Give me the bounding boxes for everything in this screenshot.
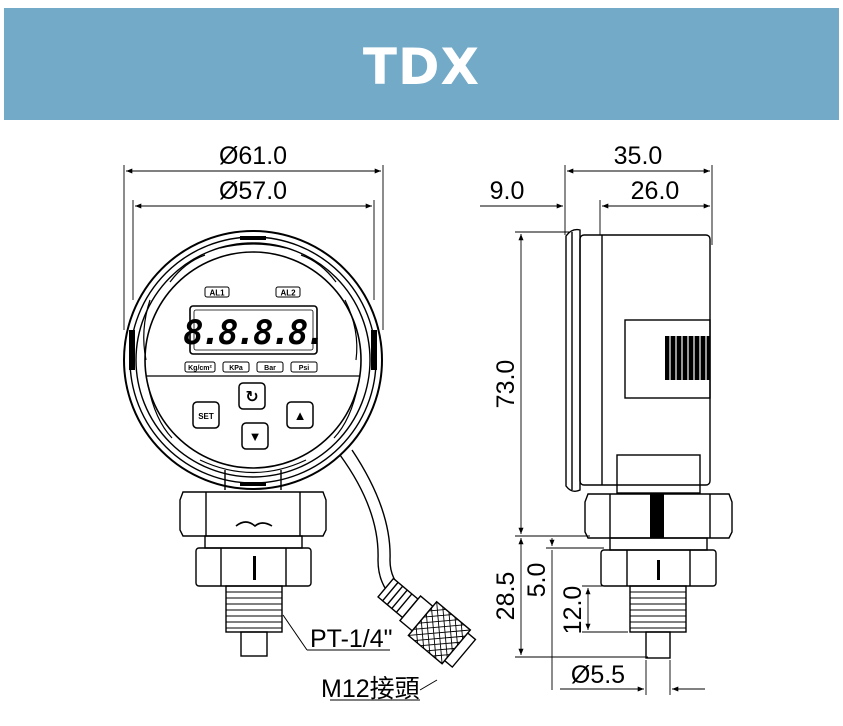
up-button [286,401,314,429]
up-arrow-icon: ▲ [294,408,307,423]
alarm-indicators: AL1 AL2 [204,286,301,298]
dim-port-diameter: Ø5.5 [571,661,625,689]
display-face [144,251,362,469]
bezel-scallops [143,243,359,473]
led-digits: 8.8.8.8. [183,313,323,353]
dim-total-depth: 35.0 [614,142,663,170]
dim-fitting-height: 28.5 [492,572,520,621]
front-fitting [179,470,327,657]
outer-ring [123,230,383,490]
title-banner: TDX [4,8,839,120]
dim-body-height: 73.0 [492,360,520,409]
connector-label: M12接頭 [321,675,420,703]
unit-label-psi: Psi [299,365,310,372]
dim-inner-diameter: Ø57.0 [219,177,287,205]
thread-leader [282,614,390,651]
dim-front: 9.0 [490,177,525,205]
set-button-label: SET [198,412,214,421]
side-bezel [565,228,581,493]
cable-connector [330,449,477,701]
alarm-label-2: AL2 [280,289,296,298]
thread-label: PT-1/4" [310,625,393,653]
keypad: SET ↻ ▲ ▼ [192,382,314,450]
loop-icon: ↻ [245,389,258,406]
alarm-label-1: AL1 [209,289,225,298]
down-button [241,422,269,450]
unit-label-kpa: KPa [229,365,243,372]
dim-thread-length: 12.0 [559,586,587,635]
unit-labels: Kg/cm² KPa Bar Psi [184,361,318,373]
page-title: TDX [362,38,481,96]
led-window [189,305,318,355]
unit-label-kgcm2: Kg/cm² [188,365,212,372]
dim-outer-diameter: Ø61.0 [219,142,287,170]
loop-button [238,382,266,410]
front-view [123,165,384,490]
unit-label-bar: Bar [264,365,276,372]
dim-hex: 5.0 [523,563,551,598]
set-button [192,401,220,429]
side-view [480,165,733,695]
dim-body-depth: 26.0 [631,177,680,205]
down-arrow-icon: ▼ [249,429,262,444]
